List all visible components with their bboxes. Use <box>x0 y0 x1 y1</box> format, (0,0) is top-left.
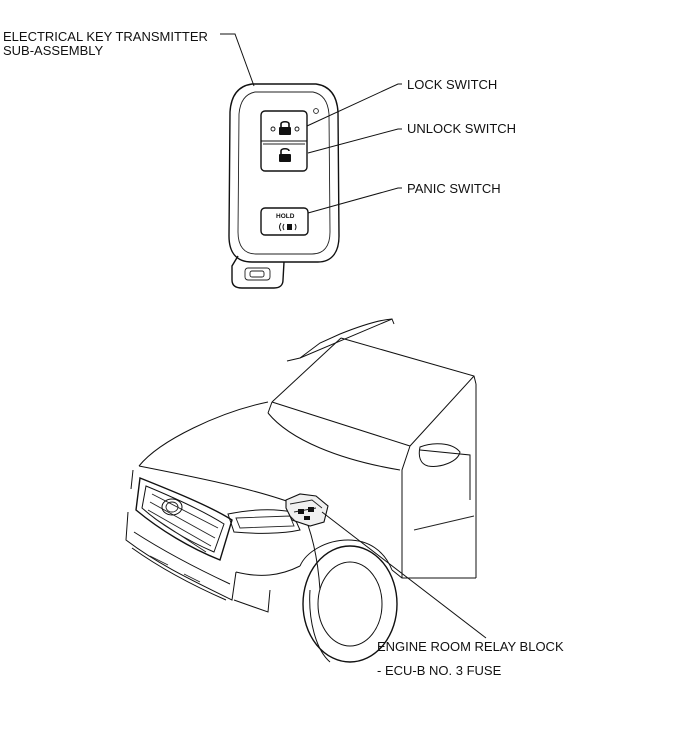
unlock-switch-label: UNLOCK SWITCH <box>407 121 517 136</box>
relay-block-icon <box>285 493 329 527</box>
emblem-icon <box>161 498 183 516</box>
transmitter-leader <box>220 33 255 87</box>
key-fob: HOLD <box>228 83 340 289</box>
relay-leader <box>321 511 487 639</box>
lock-leader <box>306 83 402 127</box>
lock-switch-label: LOCK SWITCH <box>407 77 498 92</box>
transmitter-label-line2: SUB-ASSEMBLY <box>3 43 104 58</box>
truck-front-illustration <box>125 318 477 663</box>
unlock-icon <box>279 147 291 162</box>
transmitter-label-line1: ELECTRICAL KEY TRANSMITTER <box>3 29 208 44</box>
relay-block-label: ENGINE ROOM RELAY BLOCK <box>377 639 564 654</box>
unlock-leader <box>307 128 402 154</box>
panic-sound-icon <box>279 222 297 232</box>
lock-icon <box>270 120 300 135</box>
panic-switch-label: PANIC SWITCH <box>407 181 501 196</box>
hold-text: HOLD <box>276 213 295 220</box>
fuse-label: - ECU-B NO. 3 FUSE <box>377 663 502 678</box>
panic-leader <box>307 187 402 214</box>
